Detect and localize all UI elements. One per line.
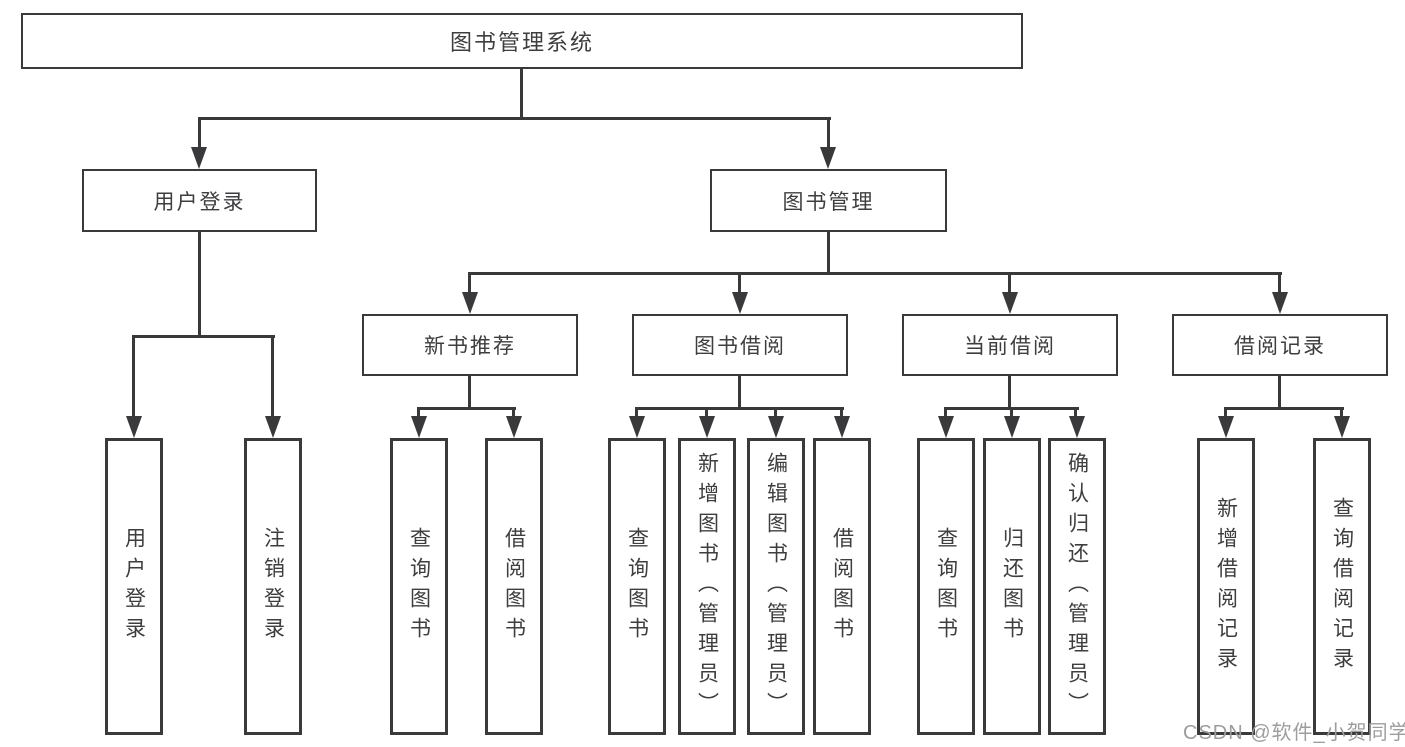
- leaf-borrow-books-borrow: 借阅图书: [813, 438, 871, 735]
- edge-line: [1278, 376, 1281, 410]
- edge-line: [1340, 407, 1343, 418]
- node-book-management-label: 图书管理: [782, 190, 875, 214]
- node-user-login-label: 用户登录: [153, 190, 246, 214]
- leaf-query-books-borrow-label: 查询图书: [625, 526, 649, 647]
- leaf-query-books-borrow: 查询图书: [608, 438, 666, 735]
- leaf-confirm-return-admin-label: 确认归还（管理员）: [1065, 451, 1089, 722]
- leaf-user-login-label: 用户登录: [122, 526, 146, 647]
- node-borrow-records-label: 借阅记录: [1234, 335, 1326, 358]
- edge-line: [468, 272, 1282, 275]
- leaf-add-borrow-record: 新增借阅记录: [1197, 438, 1255, 735]
- edge-line: [132, 335, 275, 338]
- node-borrow-records: 借阅记录: [1172, 314, 1388, 376]
- edge-line: [1224, 407, 1344, 410]
- edge-line: [1008, 376, 1011, 410]
- arrow-down-icon: [699, 416, 715, 438]
- arrow-down-icon: [506, 416, 522, 438]
- leaf-return-books: 归还图书: [983, 438, 1041, 735]
- arrow-down-icon: [1334, 416, 1350, 438]
- arrow-down-icon: [191, 147, 207, 169]
- leaf-logout-label: 注销登录: [261, 526, 285, 647]
- edge-line: [774, 407, 777, 418]
- edge-line: [635, 407, 844, 410]
- arrow-down-icon: [768, 416, 784, 438]
- edge-line: [468, 376, 471, 410]
- edge-line: [1010, 407, 1013, 418]
- leaf-borrow-books-recommend: 借阅图书: [485, 438, 543, 735]
- node-root-label: 图书管理系统: [449, 30, 594, 55]
- leaf-logout: 注销登录: [244, 438, 302, 735]
- edge-line: [198, 232, 201, 338]
- edge-line: [417, 407, 516, 410]
- arrow-down-icon: [462, 292, 478, 314]
- leaf-borrow-books-recommend-label: 借阅图书: [502, 526, 526, 647]
- edge-line: [1008, 272, 1011, 294]
- arrow-down-icon: [126, 416, 142, 438]
- node-current-borrow: 当前借阅: [902, 314, 1118, 376]
- leaf-query-books-current-label: 查询图书: [934, 526, 958, 647]
- node-new-book-recommend-label: 新书推荐: [424, 335, 516, 358]
- edge-line: [417, 407, 420, 418]
- arrow-down-icon: [820, 147, 836, 169]
- edge-line: [944, 407, 947, 418]
- leaf-user-login: 用户登录: [105, 438, 163, 735]
- leaf-query-borrow-record: 查询借阅记录: [1313, 438, 1371, 735]
- leaf-confirm-return-admin: 确认归还（管理员）: [1048, 438, 1106, 735]
- arrow-down-icon: [411, 416, 427, 438]
- edge-line: [271, 335, 274, 418]
- edge-line: [1278, 272, 1281, 294]
- arrow-down-icon: [1218, 416, 1234, 438]
- node-user-login: 用户登录: [82, 169, 317, 232]
- arrow-down-icon: [1004, 416, 1020, 438]
- node-book-management: 图书管理: [710, 169, 947, 232]
- leaf-query-books-recommend-label: 查询图书: [407, 526, 431, 647]
- edge-line: [198, 117, 831, 120]
- edge-line: [132, 335, 135, 418]
- arrow-down-icon: [629, 416, 645, 438]
- edge-line: [738, 376, 741, 410]
- leaf-query-books-recommend: 查询图书: [390, 438, 448, 735]
- arrow-down-icon: [1069, 416, 1085, 438]
- node-current-borrow-label: 当前借阅: [964, 335, 1056, 358]
- edge-line: [520, 69, 523, 119]
- edge-line: [840, 407, 843, 418]
- node-root: 图书管理系统: [21, 13, 1023, 69]
- node-new-book-recommend: 新书推荐: [362, 314, 578, 376]
- edge-line: [512, 407, 515, 418]
- arrow-down-icon: [265, 416, 281, 438]
- leaf-add-borrow-record-label: 新增借阅记录: [1214, 496, 1238, 677]
- leaf-return-books-label: 归还图书: [1000, 526, 1024, 647]
- edge-line: [635, 407, 638, 418]
- leaf-add-book-admin-label: 新增图书（管理员）: [695, 451, 719, 722]
- leaf-borrow-books-borrow-label: 借阅图书: [830, 526, 854, 647]
- arrow-down-icon: [938, 416, 954, 438]
- leaf-edit-book-admin: 编辑图书（管理员）: [747, 438, 805, 735]
- arrow-down-icon: [1272, 292, 1288, 314]
- arrow-down-icon: [1002, 292, 1018, 314]
- leaf-query-borrow-record-label: 查询借阅记录: [1330, 496, 1354, 677]
- leaf-query-books-current: 查询图书: [917, 438, 975, 735]
- arrow-down-icon: [732, 292, 748, 314]
- arrow-down-icon: [834, 416, 850, 438]
- leaf-add-book-admin: 新增图书（管理员）: [678, 438, 736, 735]
- edge-line: [198, 117, 201, 150]
- edge-line: [1224, 407, 1227, 418]
- edge-line: [468, 272, 471, 294]
- node-book-borrow: 图书借阅: [632, 314, 848, 376]
- node-book-borrow-label: 图书借阅: [694, 335, 786, 358]
- leaf-edit-book-admin-label: 编辑图书（管理员）: [764, 451, 788, 722]
- watermark: CSDN @软件_小贺同学: [1183, 722, 1405, 744]
- edge-line: [827, 117, 830, 150]
- edge-line: [1074, 407, 1077, 418]
- edge-line: [827, 232, 830, 275]
- edge-line: [705, 407, 708, 418]
- edge-line: [738, 272, 741, 294]
